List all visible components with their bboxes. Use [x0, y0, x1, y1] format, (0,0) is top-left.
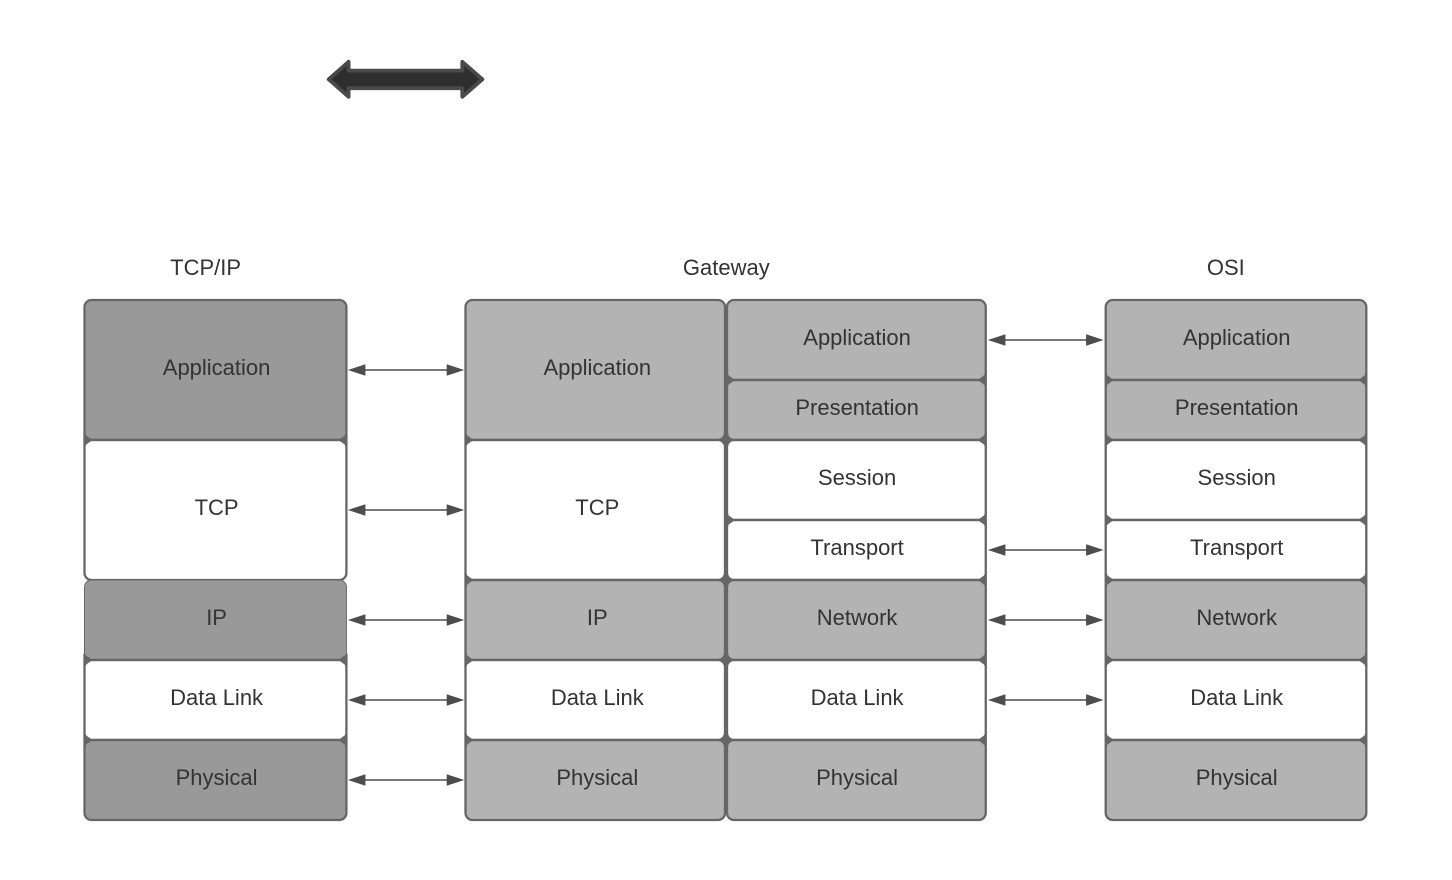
svg-text:Data Link: Data Link [170, 685, 264, 710]
svg-text:Physical: Physical [1196, 765, 1278, 790]
svg-text:TCP/IP: TCP/IP [170, 255, 241, 280]
svg-text:Transport: Transport [1190, 535, 1283, 560]
svg-text:Session: Session [818, 465, 896, 490]
svg-text:TCP: TCP [575, 495, 619, 520]
svg-text:IP: IP [587, 605, 608, 630]
svg-text:Session: Session [1198, 465, 1276, 490]
svg-text:Data Link: Data Link [811, 685, 905, 710]
svg-text:Application: Application [803, 325, 911, 350]
svg-text:Application: Application [1183, 325, 1291, 350]
svg-text:Application: Application [163, 355, 271, 380]
svg-text:IP: IP [206, 605, 227, 630]
svg-text:Presentation: Presentation [795, 395, 919, 420]
svg-text:Data Link: Data Link [551, 685, 645, 710]
svg-text:OSI: OSI [1207, 255, 1245, 280]
svg-text:Data Link: Data Link [1190, 685, 1284, 710]
svg-text:Network: Network [817, 605, 899, 630]
svg-text:Physical: Physical [556, 765, 638, 790]
svg-text:Application: Application [543, 355, 651, 380]
svg-text:Network: Network [1196, 605, 1278, 630]
svg-text:Physical: Physical [176, 765, 258, 790]
svg-text:Presentation: Presentation [1175, 395, 1299, 420]
svg-text:Gateway: Gateway [683, 255, 770, 280]
svg-text:Physical: Physical [816, 765, 898, 790]
svg-text:TCP: TCP [195, 495, 239, 520]
svg-text:Transport: Transport [810, 535, 903, 560]
